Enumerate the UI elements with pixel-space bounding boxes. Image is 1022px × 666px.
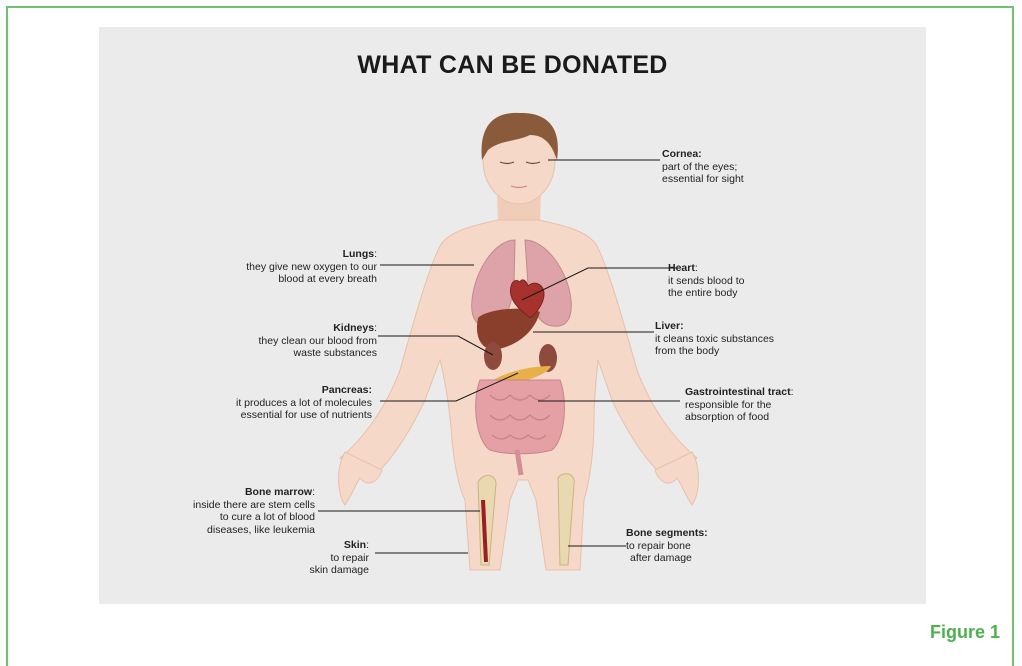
label-line: to repair bbox=[330, 552, 369, 564]
label-line: it produces a lot of molecules bbox=[236, 397, 372, 409]
lungs-title: Lungs bbox=[343, 248, 375, 260]
label-line: from the body bbox=[655, 345, 719, 357]
label-line: they clean our blood from bbox=[259, 335, 377, 347]
label-line: waste substances bbox=[294, 347, 377, 359]
label-line: part of the eyes; bbox=[662, 161, 737, 173]
liver-title: Liver: bbox=[655, 320, 684, 332]
label-line: it sends blood to bbox=[668, 275, 744, 287]
label-line: skin damage bbox=[309, 564, 369, 576]
label-line: inside there are stem cells bbox=[193, 499, 315, 511]
bone-segments-label: Bone segments: to repair bone after dama… bbox=[626, 527, 708, 565]
label-line: the entire body bbox=[668, 287, 737, 299]
kidney-icon bbox=[484, 342, 502, 370]
label-line: responsible for the bbox=[685, 399, 771, 411]
kidneys-title: Kidneys bbox=[333, 322, 374, 334]
label-line: absorption of food bbox=[685, 411, 769, 423]
label-line: essential for sight bbox=[662, 173, 744, 185]
pancreas-title: Pancreas: bbox=[322, 384, 372, 396]
skin-label: Skin: to repair skin damage bbox=[309, 539, 369, 577]
label-colon: : bbox=[374, 248, 377, 260]
label-line: diseases, like leukemia bbox=[207, 524, 315, 536]
bone-marrow-label: Bone marrow: inside there are stem cells… bbox=[193, 486, 315, 536]
figure-label: Figure 1 bbox=[930, 622, 1000, 643]
liver-label: Liver: it cleans toxic substances from t… bbox=[655, 320, 774, 358]
label-line: after damage bbox=[626, 552, 692, 564]
label-line: to cure a lot of blood bbox=[220, 511, 315, 523]
label-colon: : bbox=[374, 322, 377, 334]
skin-title: Skin bbox=[344, 539, 366, 551]
lungs-label: Lungs: they give new oxygen to our blood… bbox=[246, 248, 377, 286]
bone-segments-title: Bone segments: bbox=[626, 527, 708, 539]
heart-label: Heart: it sends blood to the entire body bbox=[668, 262, 744, 300]
heart-title: Heart bbox=[668, 262, 695, 274]
label-line: to repair bone bbox=[626, 540, 691, 552]
label-line: they give new oxygen to our bbox=[246, 261, 377, 273]
label-colon: : bbox=[366, 539, 369, 551]
label-line: essential for use of nutrients bbox=[241, 409, 372, 421]
label-colon: : bbox=[312, 486, 315, 498]
label-colon: : bbox=[791, 386, 794, 398]
head bbox=[482, 113, 558, 204]
cornea-label: Cornea: part of the eyes; essential for … bbox=[662, 148, 744, 186]
cornea-title: Cornea: bbox=[662, 148, 702, 160]
label-line: blood at every breath bbox=[278, 273, 377, 285]
bone-marrow-title: Bone marrow bbox=[245, 486, 312, 498]
label-colon: : bbox=[695, 262, 698, 274]
label-line: it cleans toxic substances bbox=[655, 333, 774, 345]
gi-tract-title: Gastrointestinal tract bbox=[685, 386, 791, 398]
kidneys-label: Kidneys: they clean our blood from waste… bbox=[259, 322, 377, 360]
gi-tract-label: Gastrointestinal tract: responsible for … bbox=[685, 386, 794, 424]
pancreas-label: Pancreas: it produces a lot of molecules… bbox=[236, 384, 372, 422]
